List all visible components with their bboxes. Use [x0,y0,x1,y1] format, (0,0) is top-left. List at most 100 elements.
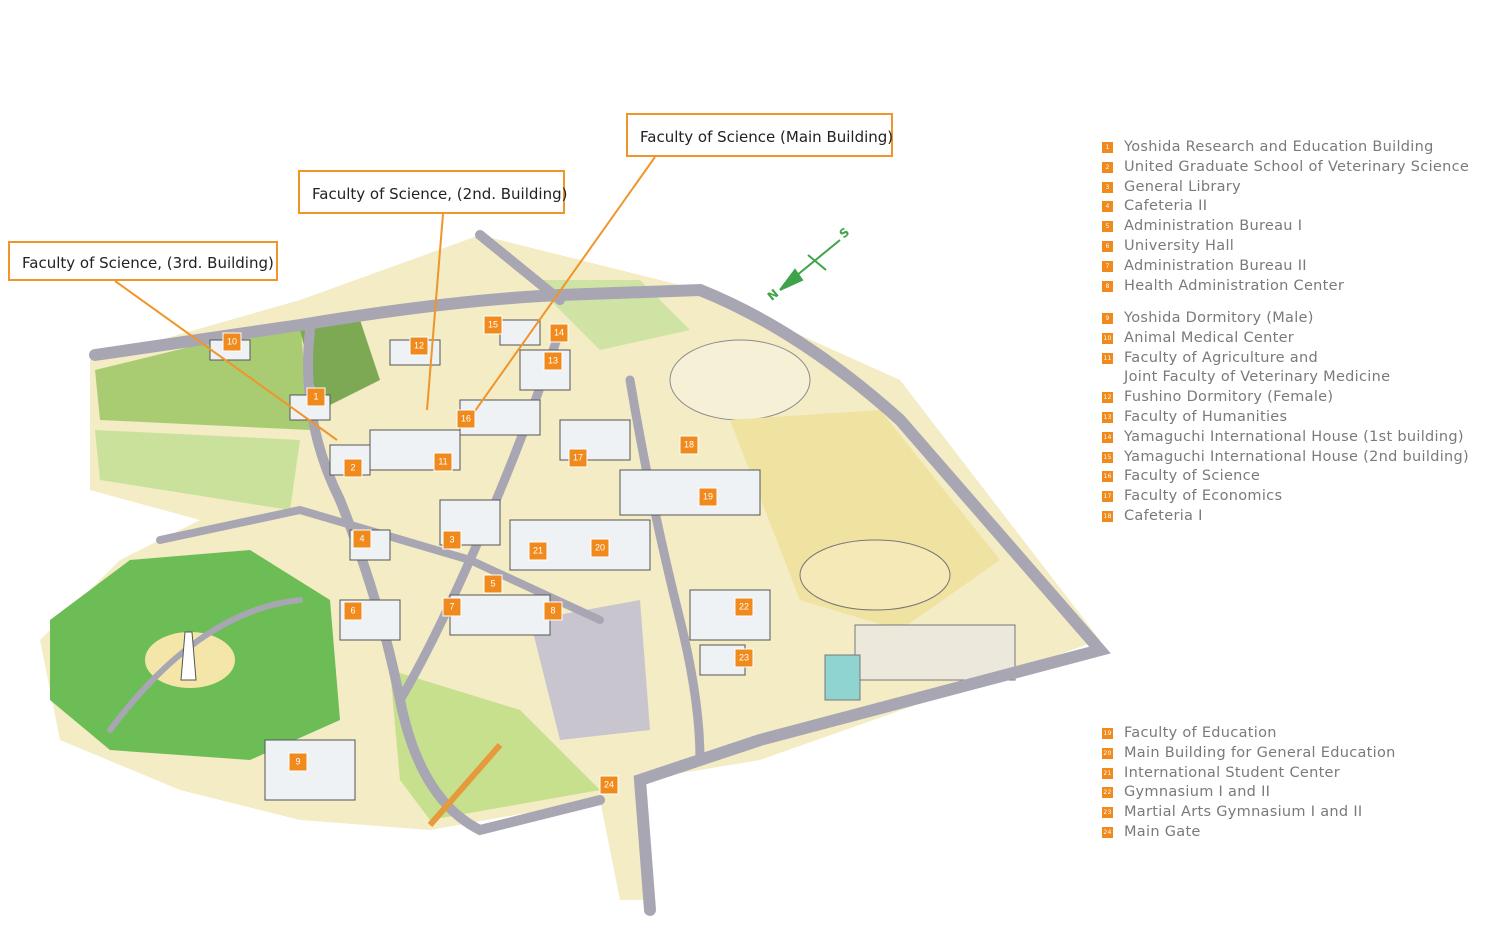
legend-item: 19 Faculty of Education [1102,724,1492,744]
callout-science-3rd-building: Faculty of Science, (3rd. Building) [8,241,278,281]
building-marker-9[interactable]: 9 [288,752,308,772]
building-marker-20[interactable]: 20 [590,538,610,558]
legend-label-line: Cafeteria II [1124,198,1208,215]
legend-item: 9 Yoshida Dormitory (Male) [1102,309,1492,329]
legend-number-badge: 16 [1102,471,1113,483]
legend-label: Administration Bureau I [1124,217,1302,237]
legend-number-badge: 7 [1102,260,1113,272]
legend-label-line: Faculty of Humanities [1124,408,1288,425]
legend-number-badge: 19 [1102,728,1113,739]
legend-label-line: Yoshida Research and Education Building [1124,139,1434,155]
legend-label-line: Joint Faculty of Veterinary Medicine [1124,369,1391,386]
legend-label-line: Faculty of Science [1124,468,1261,485]
running-track [799,539,951,611]
building-marker-7[interactable]: 7 [442,597,462,617]
building-marker-24[interactable]: 24 [599,775,619,795]
legend-label-line: Faculty of Economics [1124,488,1283,505]
building-marker-18[interactable]: 18 [679,435,699,455]
legend-item: 8 Health Administration Center [1102,277,1492,297]
building-marker-10[interactable]: 10 [222,332,242,352]
legend-label: Fushino Dormitory (Female) [1124,388,1333,408]
legend-item: 7 Administration Bureau II [1102,257,1492,277]
building-marker-2[interactable]: 2 [343,458,363,478]
building-marker-17[interactable]: 17 [568,448,588,468]
legend-label-line: United Graduate School of Veterinary Sci… [1124,158,1470,175]
legend-number-badge: 3 [1102,181,1113,193]
buildings [209,319,771,801]
legend-label: Cafeteria I [1124,507,1203,527]
legend-number-badge: 9 [1102,313,1113,324]
building-marker-5[interactable]: 5 [483,574,503,594]
callout-leaders [114,156,656,441]
legend-number-badge: 8 [1102,280,1113,292]
farm-fields-2 [95,430,300,510]
legend-label: Yoshida Dormitory (Male) [1124,309,1314,329]
building-marker-21[interactable]: 21 [528,541,548,561]
building-marker-4[interactable]: 4 [352,529,372,549]
building-marker-14[interactable]: 14 [549,323,569,343]
baseball-field [669,339,811,421]
callout-science-main-building: Faculty of Science (Main Building) [626,113,893,157]
legend-label: Yoshida Research and Education Building [1124,138,1434,158]
pool [824,654,861,701]
legend-label: Faculty of Humanities [1124,408,1287,428]
legend-label: Faculty of Education [1124,724,1277,744]
legend-label: Health Administration Center [1124,277,1344,297]
legend-label-line: Faculty of Agriculture and [1124,349,1318,366]
legend-number-badge: 11 [1102,352,1113,364]
monument [180,631,197,681]
legend-item: 12 Fushino Dormitory (Female) [1102,388,1492,408]
building-marker-8[interactable]: 8 [543,601,563,621]
legend-item: 20 Main Building for General Education [1102,744,1492,764]
legend-number-badge: 12 [1102,392,1113,404]
legend-number-badge: 23 [1102,807,1113,819]
legend-label-line: Main Gate [1124,823,1201,840]
tennis-courts [854,624,1016,681]
legend-item: 14 Yamaguchi International House (1st bui… [1102,428,1492,448]
building-marker-15[interactable]: 15 [483,315,503,335]
legend-label: Animal Medical Center [1124,329,1294,349]
legend-number-badge: 20 [1102,747,1113,759]
legend-number-badge: 5 [1102,221,1113,233]
legend-label-line: Gymnasium I and II [1124,784,1271,801]
building-marker-11[interactable]: 11 [433,452,453,472]
legend-number-badge: 14 [1102,431,1113,443]
legend-number-badge: 22 [1102,787,1113,799]
legend-label: Cafeteria II [1124,197,1207,217]
legend-number-badge: 2 [1102,161,1113,173]
legend-label-line: Administration Bureau II [1124,257,1307,274]
legend-label: Yamaguchi International House (2nd build… [1124,448,1469,468]
legend-number-badge: 24 [1102,826,1113,838]
building-marker-1[interactable]: 1 [306,387,326,407]
legend-label-line: Main Building for General Education [1124,744,1396,761]
legend-item: 23 Martial Arts Gymnasium I and II [1102,803,1492,823]
building-marker-3[interactable]: 3 [442,530,462,550]
legend-label: Gymnasium I and II [1124,783,1270,803]
legend-group-3: 19 Faculty of Education 20 Main Building fo… [1102,724,1492,843]
legend-label-line: Martial Arts Gymnasium I and II [1124,804,1363,821]
building-marker-13[interactable]: 13 [543,351,563,371]
compass-arrow-icon [779,239,841,291]
building-marker-16[interactable]: 16 [456,409,476,429]
farm-fields [95,320,310,430]
building-marker-23[interactable]: 23 [734,648,754,668]
building-marker-6[interactable]: 6 [343,601,363,621]
legend-label-line: Yoshida Dormitory (Male) [1124,310,1314,326]
building-marker-12[interactable]: 12 [409,336,429,356]
callout-science-2nd-building: Faculty of Science, (2nd. Building) [298,170,567,214]
legend-label: Main Building for General Education [1124,744,1396,764]
main-gate-path [427,743,503,827]
building-marker-22[interactable]: 22 [734,597,754,617]
legend-label-line: Yamaguchi International House (1st build… [1124,428,1464,445]
legend-number-badge: 6 [1102,240,1113,252]
legend-label-line: Cafeteria I [1124,507,1203,524]
building-marker-19[interactable]: 19 [698,487,718,507]
